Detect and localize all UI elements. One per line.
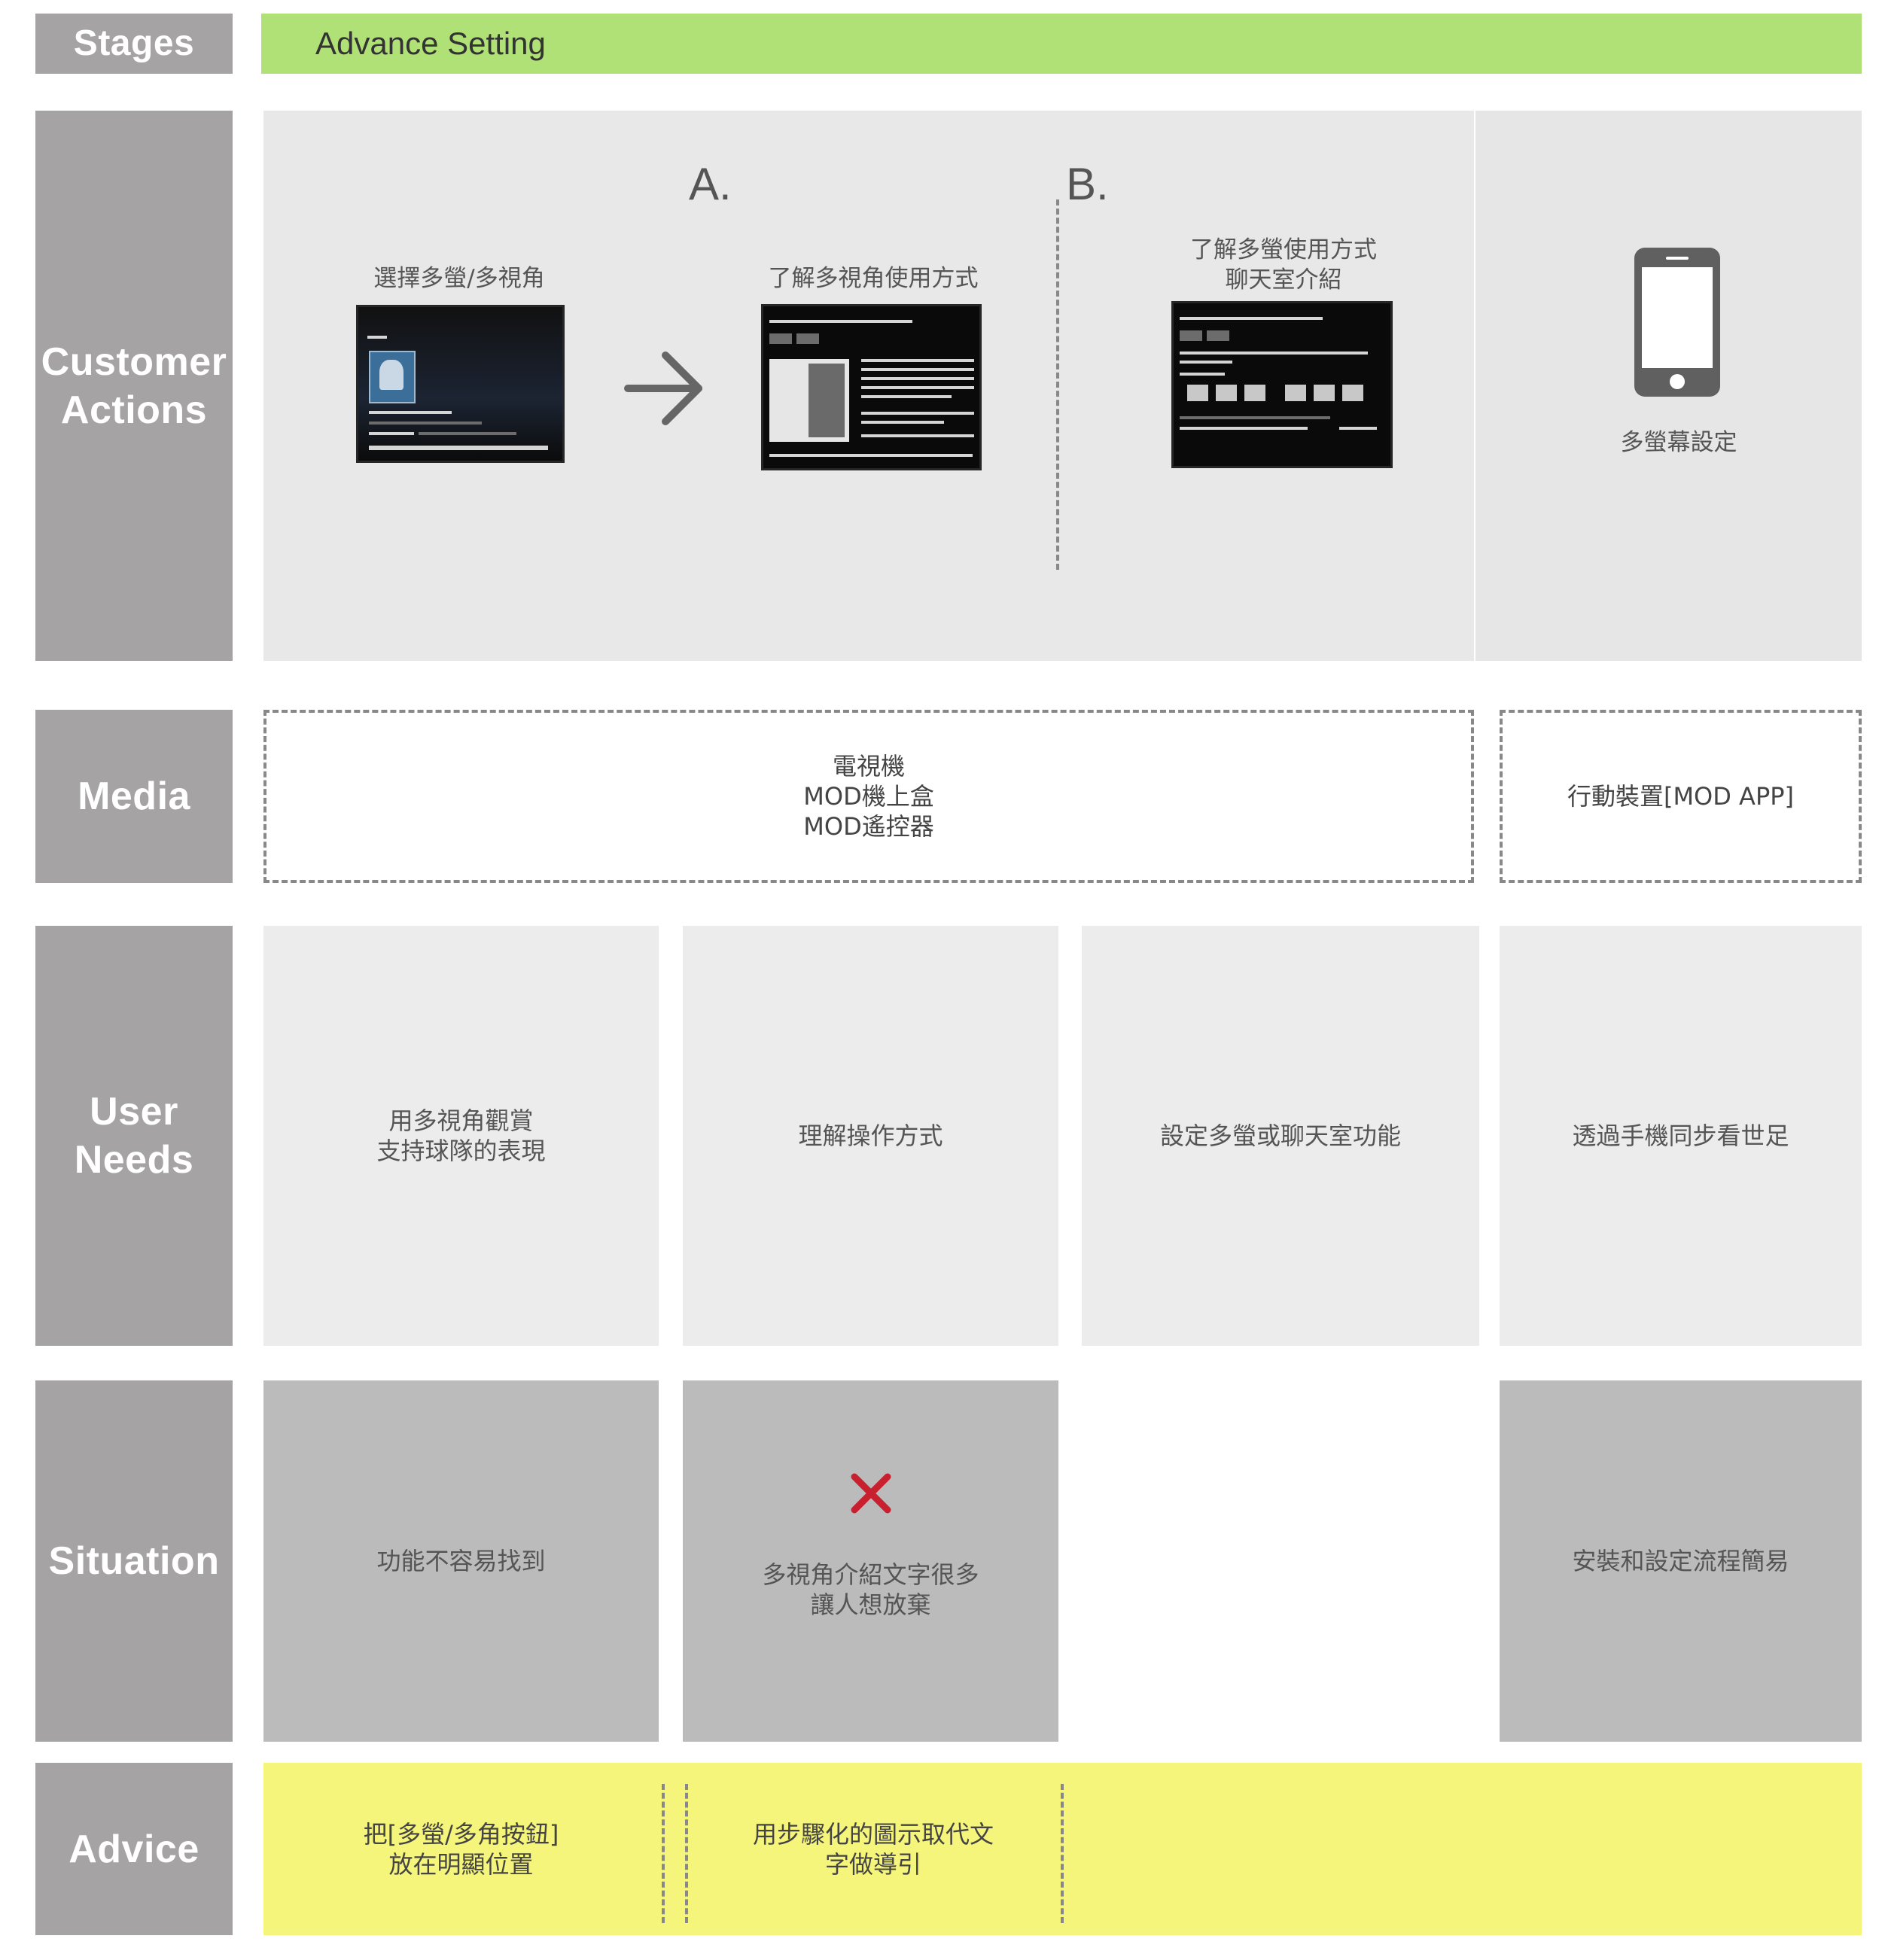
media-mobile-device: 行動裝置[MOD APP] — [1500, 710, 1862, 883]
media-mobile-device-text: 行動裝置[MOD APP] — [1567, 782, 1795, 811]
smartphone-icon — [1634, 248, 1720, 397]
advice-divider-2 — [685, 1784, 688, 1923]
step4-label: 多螢幕設定 — [1620, 429, 1737, 456]
user-need-4: 透過手機同步看世足 — [1500, 926, 1862, 1346]
user-need-1-text: 用多視角觀賞 支持球隊的表現 — [376, 1106, 546, 1165]
arrow-right-icon — [624, 352, 702, 425]
screenshot-multiscreen-chat-guide — [1171, 301, 1393, 468]
situation-2: 多視角介紹文字很多 讓人想放棄 — [683, 1380, 1058, 1742]
screenshot-multiview-menu — [356, 305, 565, 463]
situation-3-text: 安裝和設定流程簡易 — [1572, 1547, 1789, 1575]
option-a-label: A. — [689, 159, 732, 209]
option-divider — [1056, 199, 1059, 570]
media-tv-devices-text: 電視機 MOD機上盒 MOD遙控器 — [803, 752, 934, 841]
screenshot-multiview-guide — [761, 304, 982, 470]
x-mark-icon — [851, 1473, 891, 1514]
row-label-customer-actions: Customer Actions — [35, 111, 233, 661]
advice-2: 用步驟化的圖示取代文 字做導引 — [688, 1763, 1058, 1935]
user-need-2: 理解操作方式 — [683, 926, 1058, 1346]
advice-2-text: 用步驟化的圖示取代文 字做導引 — [752, 1819, 994, 1879]
advice-divider-3 — [1061, 1784, 1064, 1923]
user-need-3: 設定多螢或聊天室功能 — [1082, 926, 1479, 1346]
row-label-user-needs: User Needs — [35, 926, 233, 1346]
stage-title: Advance Setting — [315, 26, 546, 61]
user-need-2-text: 理解操作方式 — [798, 1122, 943, 1150]
situation-3: 安裝和設定流程簡易 — [1500, 1380, 1862, 1742]
advice-divider-1 — [662, 1784, 665, 1923]
step3-label: 了解多螢使用方式 聊天室介紹 — [1190, 236, 1377, 294]
user-need-1: 用多視角觀賞 支持球隊的表現 — [263, 926, 659, 1346]
user-need-3-text: 設定多螢或聊天室功能 — [1159, 1122, 1401, 1150]
row-label-advice: Advice — [35, 1763, 233, 1935]
step1-label: 選擇多螢/多視角 — [373, 265, 545, 292]
situation-1-text: 功能不容易找到 — [376, 1547, 546, 1575]
advice-1-text: 把[多螢/多角按鈕] 放在明顯位置 — [363, 1819, 559, 1879]
media-tv-devices: 電視機 MOD機上盒 MOD遙控器 — [263, 710, 1474, 883]
step2-label: 了解多視角使用方式 — [768, 265, 979, 292]
advice-1: 把[多螢/多角按鈕] 放在明顯位置 — [263, 1763, 659, 1935]
situation-2-text: 多視角介紹文字很多 讓人想放棄 — [762, 1560, 979, 1619]
option-b-label: B. — [1066, 159, 1109, 209]
row-label-situation: Situation — [35, 1380, 233, 1742]
stages-label: Stages — [35, 14, 233, 74]
stage-title-bar: Advance Setting — [261, 14, 1862, 74]
row-label-media: Media — [35, 710, 233, 883]
user-need-4-text: 透過手機同步看世足 — [1572, 1122, 1789, 1150]
situation-1: 功能不容易找到 — [263, 1380, 659, 1742]
